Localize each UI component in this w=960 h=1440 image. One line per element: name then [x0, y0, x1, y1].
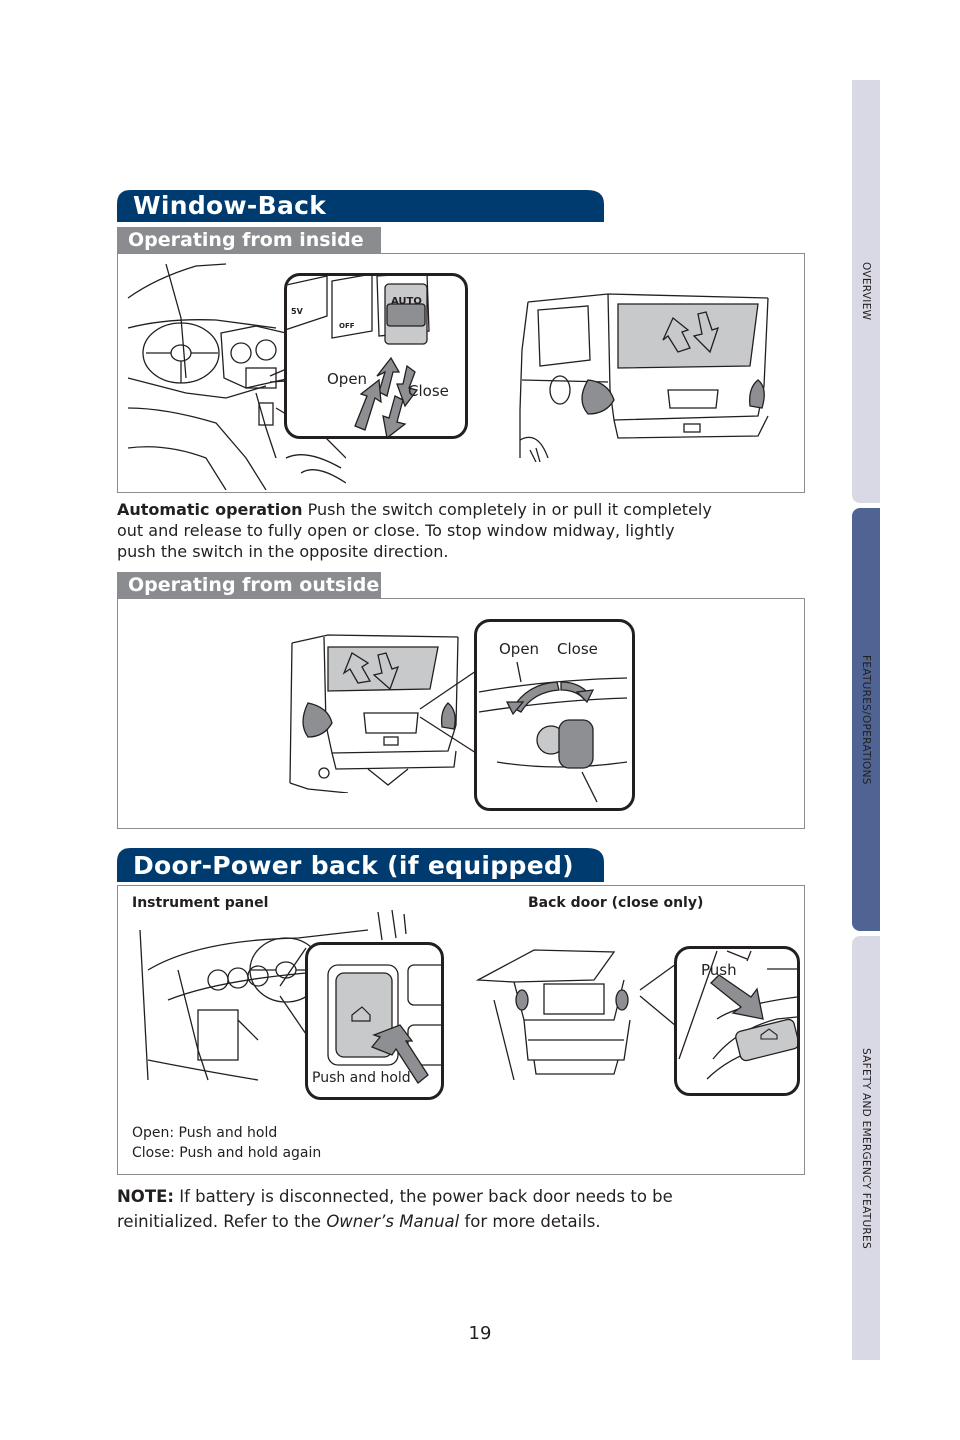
open-instruction: Open: Push and hold [132, 1125, 278, 1141]
side-tab-safety[interactable] [852, 936, 880, 1360]
figure-outside-frame: Open Close [117, 598, 805, 829]
back-door-symbol-icon [351, 1006, 371, 1022]
backdoor-switch-illustration [678, 950, 797, 1080]
key-callout: Open Close [474, 619, 635, 811]
side-tab-safety-label: SAFETY AND EMERGENCY FEATURES [860, 1047, 872, 1249]
push-label: Push [701, 961, 737, 979]
outside-down-arrow-icon [372, 652, 400, 691]
label-open-outside: Open [499, 640, 540, 658]
figure-power-back-frame: Instrument panel Back door (close only) [117, 885, 805, 1175]
instrument-panel-illustration [139, 910, 407, 1081]
side-tab-features[interactable] [852, 508, 880, 931]
side-tab-features-label: FEATURES/OPERATIONS [860, 654, 872, 785]
note-line-1: If battery is disconnected, the power ba… [179, 1187, 673, 1206]
window-up-arrow-icon [662, 316, 691, 353]
close-instruction: Close: Push and hold again [132, 1145, 322, 1161]
outside-up-arrow-icon [342, 652, 372, 684]
automatic-operation-paragraph: Automatic operation Push the switch comp… [117, 499, 797, 562]
instrument-panel-label: Instrument panel [132, 895, 269, 911]
side-tab-overview-label: OVERVIEW [860, 262, 872, 321]
backdoor-switch-button-icon [735, 1018, 797, 1062]
backdoor-symbol-icon [760, 1028, 778, 1040]
back-window-switch-illustration: AUTO OFF 5V [287, 276, 430, 436]
window-back-header-bg [117, 190, 604, 222]
backdoor-switch-callout: Push [674, 946, 800, 1096]
panel-switch-callout: Push and hold [305, 942, 444, 1100]
push-and-hold-label: Push and hold [312, 1070, 411, 1086]
suv-rear-outside-illustration [289, 634, 459, 793]
automatic-operation-lead: Automatic operation [117, 500, 303, 519]
back-door-label: Back door (close only) [528, 895, 704, 911]
owners-manual-ref: Owner’s Manual [326, 1212, 460, 1231]
label-close-outside: Close [557, 640, 598, 658]
automatic-line-2: out and release to fully open or close. … [117, 521, 675, 540]
open-close-instructions: Open: Push and hold Close: Push and hold… [132, 1123, 321, 1163]
section-title-window-back: Window-Back [133, 191, 327, 220]
key-icon [558, 719, 594, 769]
figure-inside-frame: AUTO OFF 5V Open Close [117, 253, 805, 493]
callout-connector-backdoor [639, 963, 677, 1027]
open-arrow-upper-icon [376, 356, 401, 397]
off-label: OFF [339, 322, 355, 330]
auto-label: AUTO [391, 296, 422, 307]
close-arrow-lower-icon [382, 395, 407, 436]
callout-connector-outside [419, 670, 477, 754]
section-title-door-power-back: Door-Power back (if equipped) [133, 851, 574, 880]
open-back-door-illustration [475, 949, 631, 1080]
open-arrow-lower-icon [354, 378, 382, 431]
power-back-switch-illustration [327, 964, 441, 1084]
suv-rear-illustration [519, 293, 769, 462]
power-label: 5V [291, 307, 304, 316]
note-line-2-post: for more details. [464, 1212, 601, 1231]
note-lead: NOTE: [117, 1187, 174, 1206]
push-and-hold-arrow-icon [370, 1024, 429, 1084]
window-down-arrow-icon [692, 311, 720, 354]
note-paragraph: NOTE: If battery is disconnected, the po… [117, 1184, 807, 1234]
page-number: 19 [468, 1323, 492, 1344]
door-power-back-header-bg [117, 848, 604, 882]
close-arrow-upper-icon [396, 364, 419, 408]
subheading-operating-outside: Operating from outside [117, 572, 381, 598]
automatic-line-1: Push the switch completely in or pull it… [307, 500, 712, 519]
label-close-inside: Close [408, 382, 449, 400]
open-rotate-arrow-icon [512, 681, 560, 713]
callout-connector-panel [279, 947, 307, 1035]
key-cylinder-illustration [478, 661, 628, 803]
switch-callout: AUTO OFF 5V Open Close [284, 273, 468, 439]
push-arrow-icon [710, 974, 764, 1020]
side-tab-overview[interactable] [852, 80, 880, 503]
label-open-inside: Open [327, 370, 368, 388]
automatic-line-3: push the switch in the opposite directio… [117, 542, 449, 561]
note-line-2-pre: reinitialized. Refer to the [117, 1212, 322, 1231]
subheading-operating-inside: Operating from inside [117, 227, 381, 253]
